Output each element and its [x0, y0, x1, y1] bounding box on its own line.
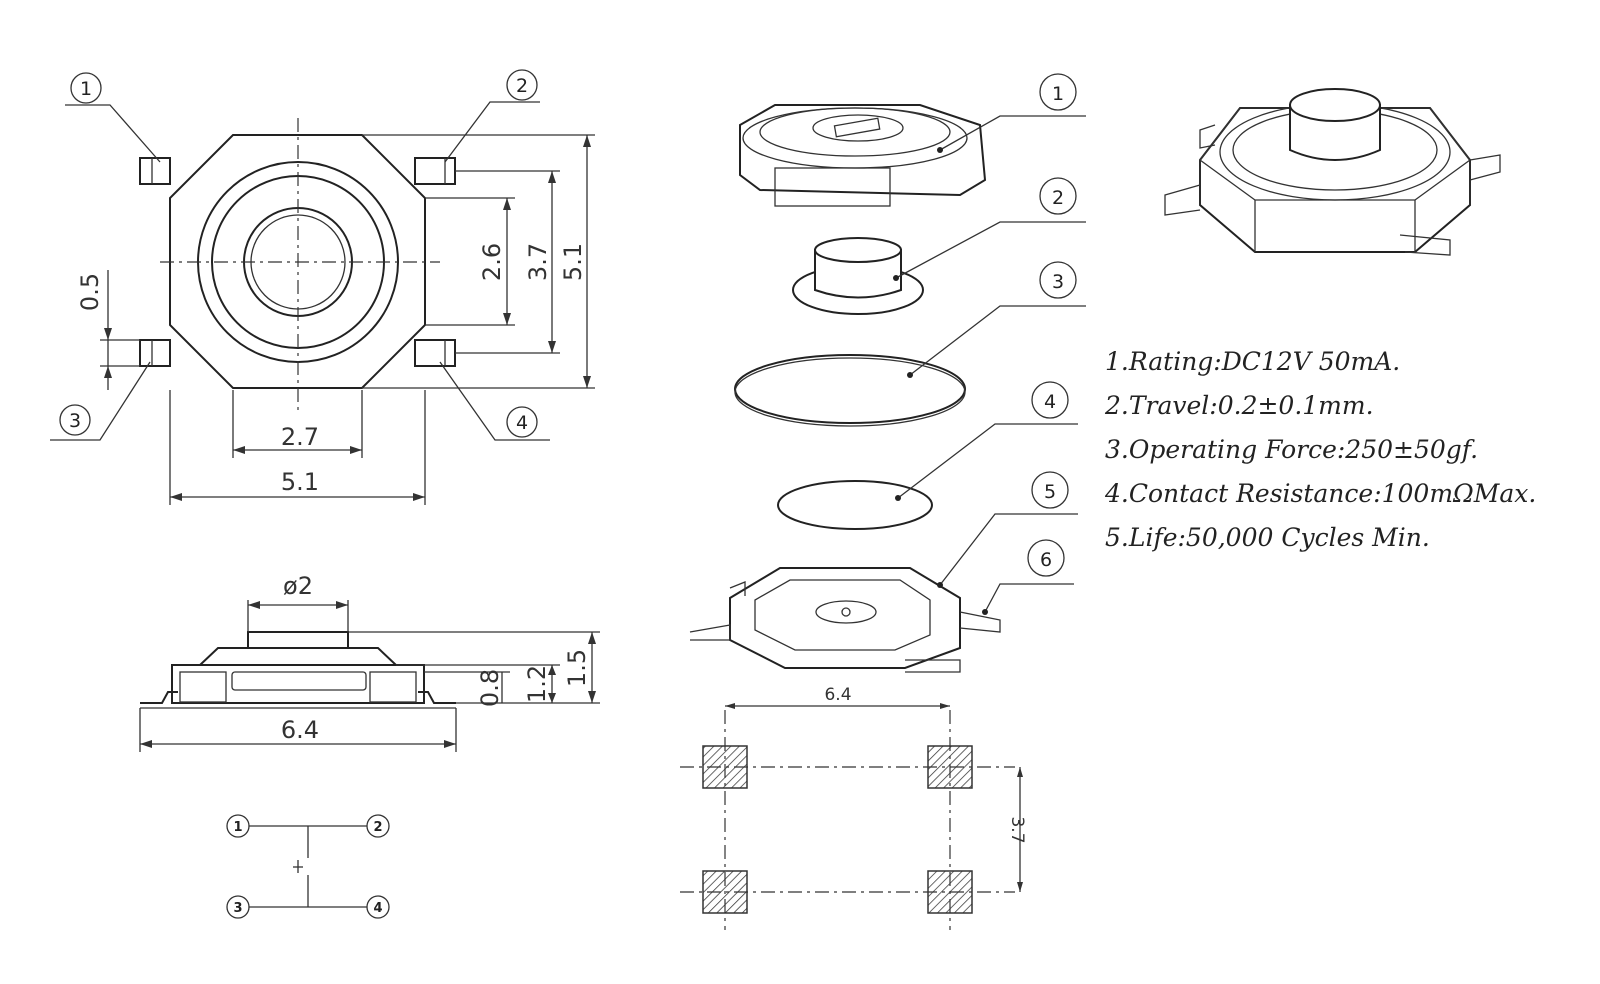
dim-pin-width: 0.5: [76, 273, 104, 311]
exploded-callout-6: [1027, 539, 1065, 577]
dim-body-width: 5.1: [281, 468, 319, 496]
dim-actuator-dia: ø2: [283, 572, 313, 600]
callout-circle-1: [70, 72, 102, 104]
exploded-callout-2: [1039, 177, 1077, 215]
spec-life: 5.Life:50,000 Cycles Min.: [1105, 523, 1430, 552]
exploded-label-2: 2: [1052, 187, 1064, 209]
top-view: 1 2 3 4 2.7 5.1 2.6: [50, 69, 595, 505]
dim-total-width: 6.4: [281, 716, 319, 744]
exploded-view: 1 2 3 4 5 6: [689, 73, 1086, 673]
actuator-side: [247, 631, 349, 649]
exploded-label-3: 3: [1052, 271, 1064, 293]
assembled-iso-view: [1164, 88, 1501, 256]
spec-operating-force: 3.Operating Force:250±50gf.: [1105, 435, 1478, 464]
pad-4: [927, 870, 973, 914]
dim-inner-height: 2.6: [478, 243, 506, 281]
schematic-label-1: 1: [233, 820, 242, 835]
schematic-label-4: 4: [373, 901, 382, 916]
part-1-cover: [739, 104, 987, 207]
exploded-label-5: 5: [1044, 481, 1056, 503]
exploded-callout-5: [1031, 471, 1069, 509]
schematic-label-2: 2: [373, 820, 382, 835]
exploded-label-6: 6: [1040, 549, 1052, 571]
exploded-callout-4: [1031, 381, 1069, 419]
pin-2-lead: [414, 157, 456, 185]
callout-label-1: 1: [80, 78, 92, 100]
body-side: [171, 664, 425, 704]
part-3-disc: [734, 354, 966, 424]
callout-circle-3: [59, 404, 91, 436]
exploded-label-1: 1: [1052, 83, 1064, 105]
cover-dome-side: [197, 647, 399, 666]
exploded-callout-3: [1039, 261, 1077, 299]
dim-body-height: 5.1: [559, 243, 587, 281]
schematic: 1 2 3 4: [226, 814, 390, 919]
pin-1-lead: [139, 157, 171, 185]
pin-4-lead: [414, 339, 456, 367]
part-5-base: [689, 567, 1001, 673]
part-2-actuator: [792, 237, 924, 315]
dim-pitch-width: 2.7: [281, 423, 319, 451]
dim-height-0-8: 0.8: [476, 669, 504, 707]
dim-height-1-5: 1.5: [563, 649, 591, 687]
exploded-callout-1: [1039, 73, 1077, 111]
part-4-dome: [777, 480, 933, 530]
pad-2: [927, 745, 973, 789]
footprint-dim-width: 6.4: [824, 685, 851, 705]
dim-pin-span: 3.7: [524, 243, 552, 281]
pad-3: [702, 870, 748, 914]
callout-label-4: 4: [516, 412, 528, 434]
spec-rating: 1.Rating:DC12V 50mA.: [1105, 347, 1400, 376]
footprint-dim-height: 3.7: [1007, 816, 1027, 843]
spec-contact-resistance: 4.Contact Resistance:100mΩMax.: [1104, 479, 1536, 508]
specifications: 1.Rating:DC12V 50mA. 2.Travel:0.2±0.1mm.…: [1104, 347, 1536, 552]
schematic-label-3: 3: [233, 901, 242, 916]
callout-circle-4: [506, 406, 538, 438]
footprint: 6.4 3.7: [680, 685, 1027, 930]
spec-travel: 2.Travel:0.2±0.1mm.: [1104, 391, 1374, 420]
exploded-label-4: 4: [1044, 391, 1056, 413]
callout-label-3: 3: [69, 410, 81, 432]
dim-height-1-2: 1.2: [523, 665, 551, 703]
pad-1: [702, 745, 748, 789]
side-view: ø2 6.4 0.8 1.2 1.5: [139, 572, 600, 752]
callout-label-2: 2: [516, 75, 528, 97]
callout-circle-2: [506, 69, 538, 101]
pin-3-lead: [139, 339, 171, 367]
